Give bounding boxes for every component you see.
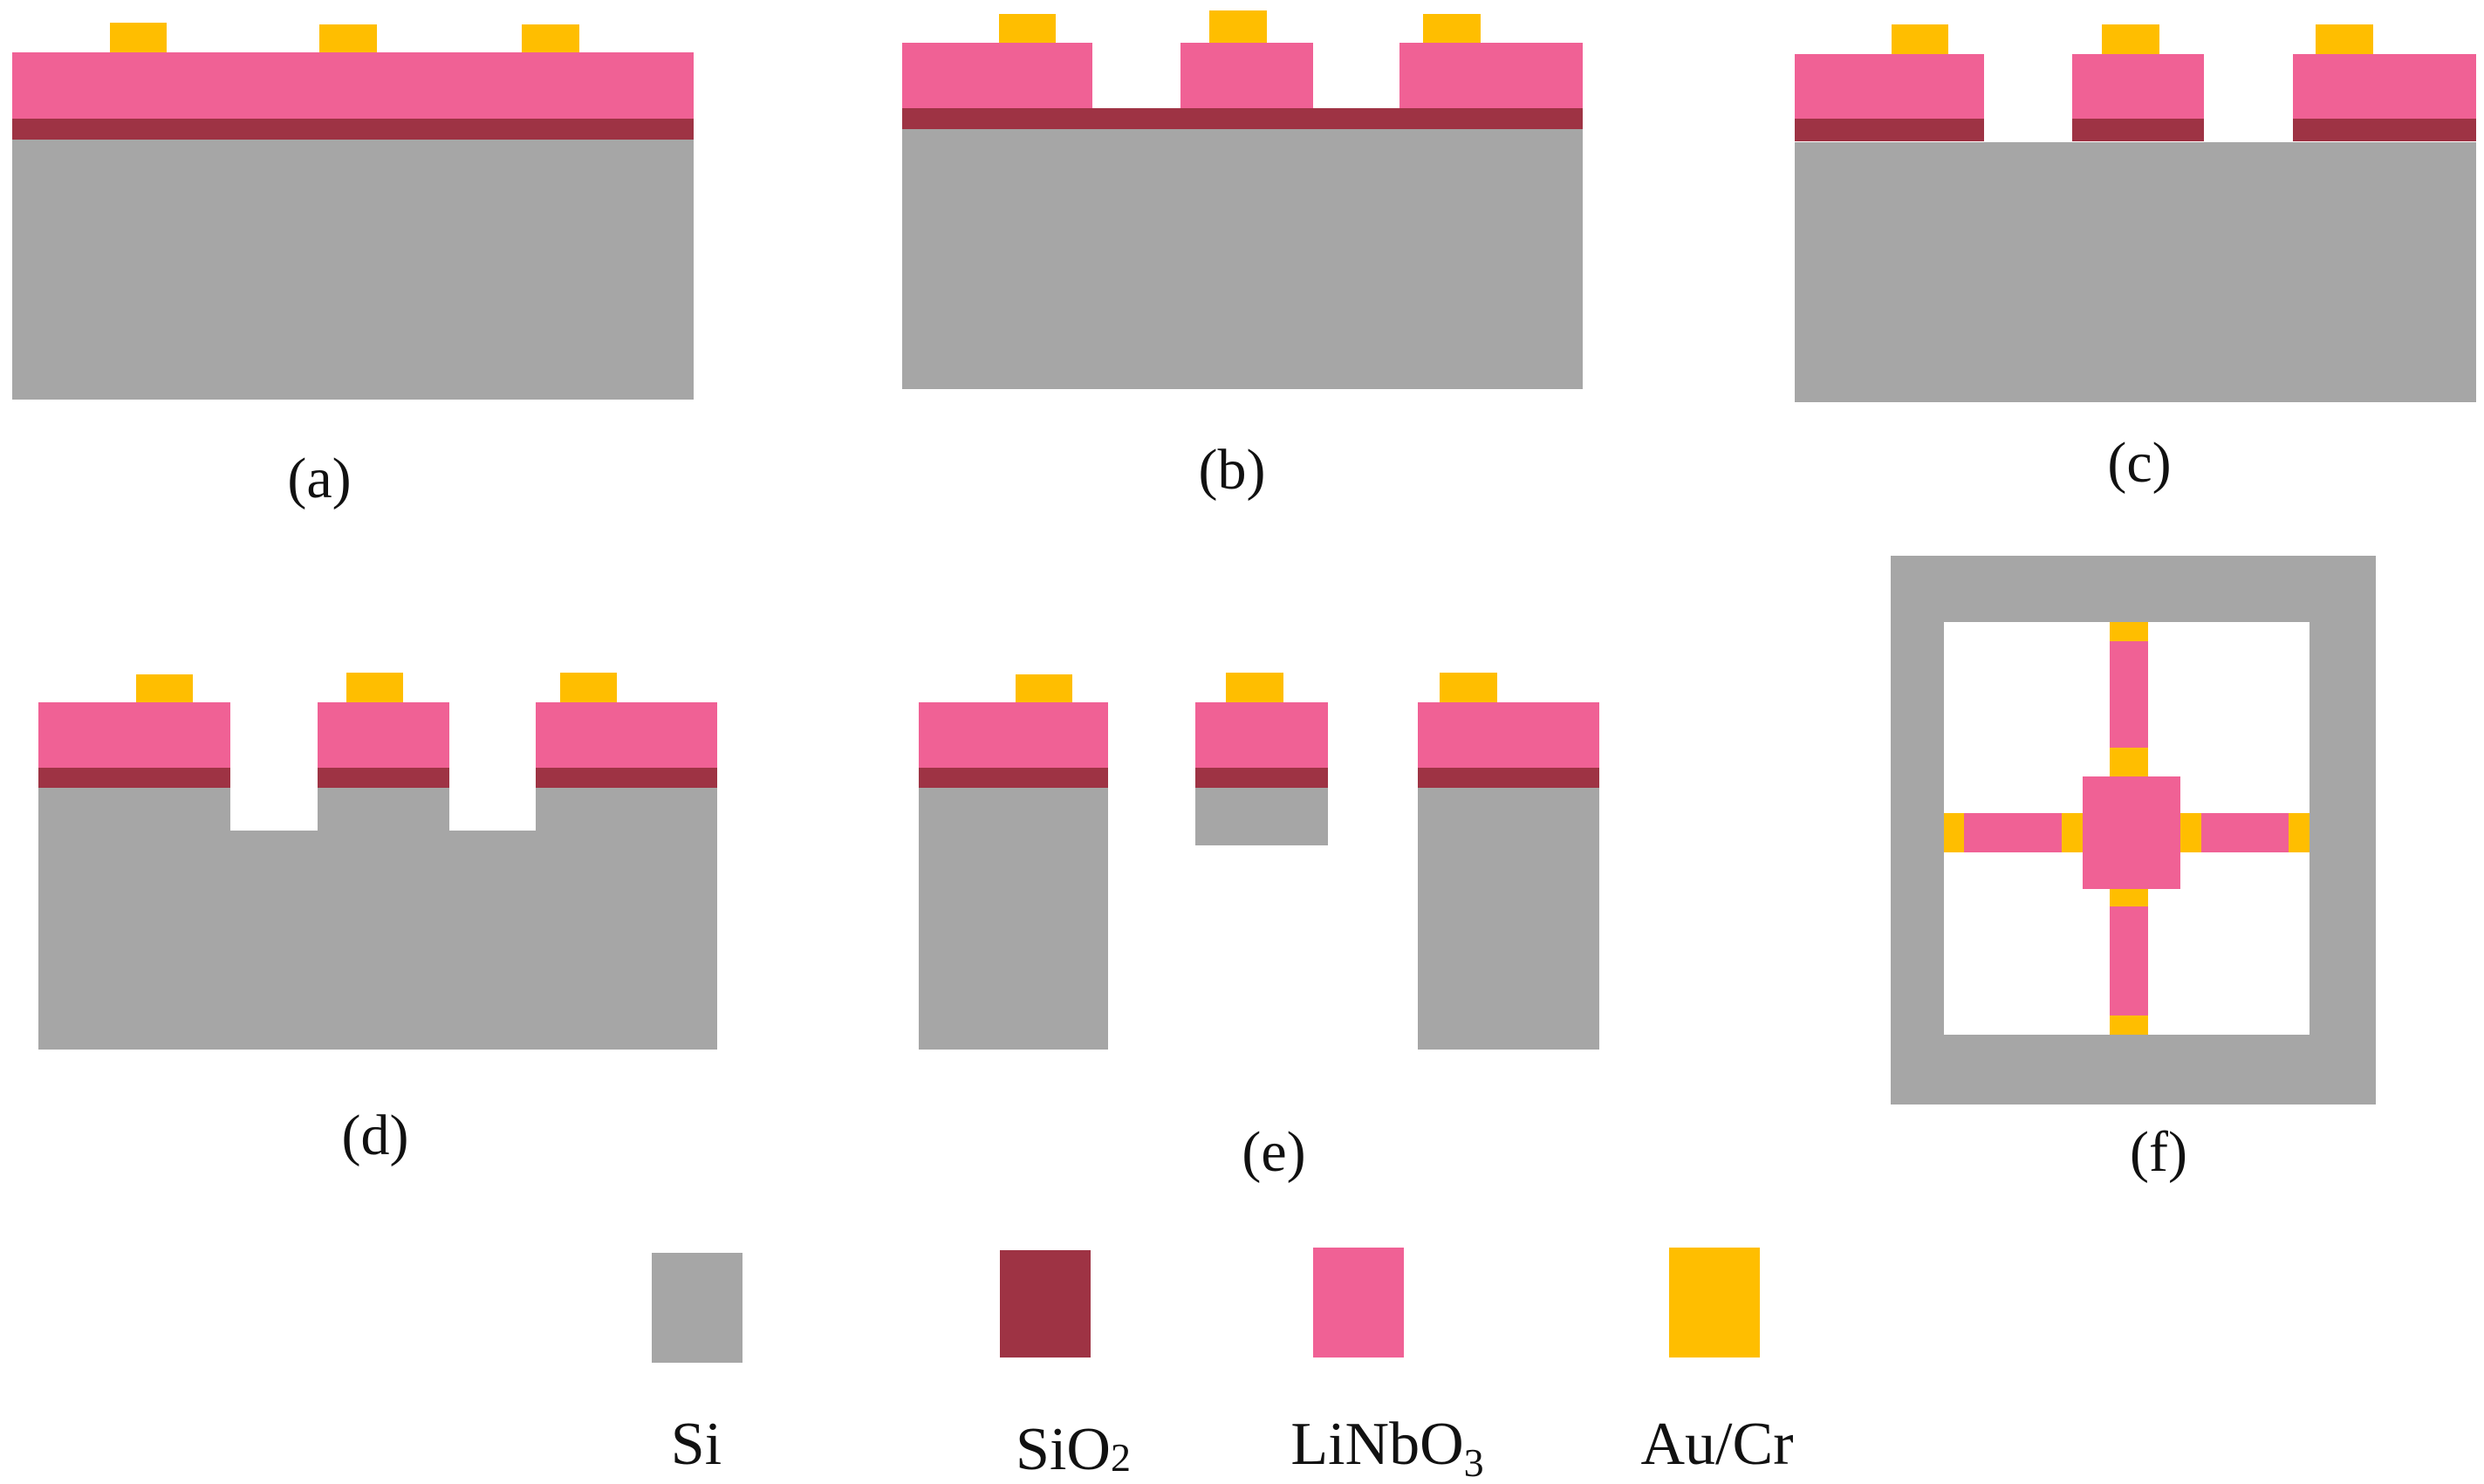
caption-b: (b)	[1199, 438, 1266, 502]
sio2-block	[1195, 768, 1328, 788]
electrode	[2289, 813, 2310, 852]
legend-label-linbo3-sub: 3	[1464, 1440, 1484, 1484]
si-substrate	[38, 788, 717, 1050]
legend-swatch-sio2	[1000, 1250, 1091, 1357]
linbo3-block	[2072, 54, 2204, 119]
caption-f: (f)	[2130, 1120, 2187, 1184]
center-mass	[2083, 776, 2180, 889]
si-membrane	[1195, 788, 1328, 845]
beam-left	[1964, 813, 2062, 852]
electrode	[2180, 813, 2201, 852]
beam-bottom	[2110, 906, 2148, 1016]
linbo3-block	[536, 702, 717, 768]
linbo3-block	[1795, 54, 1984, 119]
caption-e: (e)	[1242, 1120, 1305, 1184]
sio2-block	[318, 768, 449, 788]
electrode	[560, 673, 617, 702]
electrode	[522, 24, 579, 52]
electrode	[2110, 1016, 2148, 1035]
electrode	[1016, 674, 1072, 702]
legend-label-aucr: Au/Cr	[1641, 1411, 1794, 1478]
legend: Si SiO2 LiNbO3 Au/Cr	[652, 1248, 1794, 1484]
sio2-block	[2293, 119, 2476, 141]
si-substrate	[1795, 142, 2476, 402]
electrode	[136, 674, 193, 702]
linbo3-block	[902, 43, 1092, 108]
legend-label-sio2: SiO2	[1016, 1416, 1131, 1483]
sio2-block	[2072, 119, 2204, 141]
electrode	[2110, 889, 2148, 906]
linbo3-block	[919, 702, 1108, 768]
legend-label-sio2-sub: 2	[1111, 1435, 1131, 1480]
electrode	[2316, 24, 2373, 54]
electrode	[1226, 673, 1283, 702]
linbo3-block	[1195, 702, 1328, 768]
si-substrate	[12, 140, 694, 400]
beam-top	[2110, 641, 2148, 752]
panel-f-top-view: (f)	[1891, 556, 2376, 1184]
electrode	[110, 23, 167, 52]
electrode	[1209, 10, 1267, 43]
electrode	[1944, 813, 1964, 852]
linbo3-block	[1418, 702, 1599, 768]
panel-a: (a)	[12, 23, 694, 510]
panel-c: (c)	[1795, 24, 2476, 495]
caption-a: (a)	[287, 447, 351, 510]
si-pillar	[1418, 788, 1599, 1050]
sio2-block	[38, 768, 230, 788]
sio2-block	[1795, 119, 1984, 141]
legend-label-linbo3-main: LiNbO	[1290, 1411, 1463, 1478]
panel-b: (b)	[902, 10, 1583, 502]
legend-swatch-si	[652, 1253, 742, 1363]
legend-swatch-aucr	[1669, 1248, 1760, 1357]
linbo3-layer	[12, 52, 694, 119]
legend-label-linbo3: LiNbO3	[1290, 1411, 1483, 1484]
si-pillar	[919, 788, 1108, 1050]
linbo3-block	[38, 702, 230, 768]
sio2-block	[1418, 768, 1599, 788]
electrode	[319, 24, 377, 52]
sio2-block	[919, 768, 1108, 788]
linbo3-block	[318, 702, 449, 768]
electrode	[2102, 24, 2159, 54]
electrode	[1423, 14, 1481, 43]
legend-swatch-linbo3	[1313, 1248, 1404, 1357]
electrode	[2062, 813, 2083, 852]
legend-label-si: Si	[671, 1411, 722, 1478]
linbo3-block	[2293, 54, 2476, 119]
legend-label-sio2-main: SiO	[1016, 1416, 1111, 1483]
electrode	[1892, 24, 1948, 54]
sio2-block	[536, 768, 717, 788]
linbo3-block	[1180, 43, 1313, 108]
beam-right	[2201, 813, 2289, 852]
electrode	[1440, 673, 1497, 702]
caption-d: (d)	[342, 1104, 409, 1167]
electrode	[999, 14, 1056, 43]
caption-c: (c)	[2107, 431, 2171, 495]
panel-e: (e)	[919, 673, 1599, 1184]
electrode	[2110, 748, 2148, 776]
electrode	[346, 673, 403, 702]
panel-d: (d)	[38, 673, 717, 1167]
sio2-layer	[902, 108, 1583, 129]
linbo3-block	[1399, 43, 1583, 108]
si-substrate	[902, 129, 1583, 389]
sio2-layer	[12, 119, 694, 140]
electrode	[2110, 622, 2148, 641]
